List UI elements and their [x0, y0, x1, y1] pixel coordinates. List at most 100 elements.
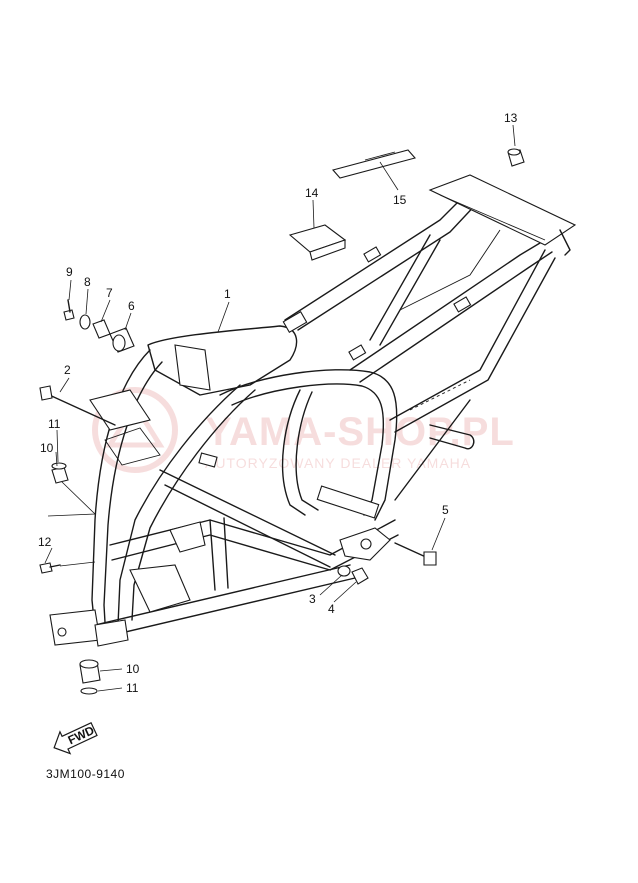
frame-cross-brace-2 — [399, 229, 501, 311]
frame-tab-5 — [198, 452, 218, 468]
part-7-collar — [92, 319, 111, 339]
leader-9 — [68, 279, 72, 301]
frame-rear-plate-lip — [439, 194, 546, 241]
leader-10b — [99, 668, 123, 672]
frame-rear-hook — [559, 229, 571, 256]
frame-right-downtube-inner — [131, 389, 256, 621]
callout-2: 2 — [64, 363, 71, 377]
part-15-plate — [332, 149, 416, 179]
frame-tab-1 — [282, 311, 308, 333]
leader-3 — [319, 574, 343, 596]
frame-center-cross — [159, 469, 336, 556]
callout-9: 9 — [66, 265, 73, 279]
frame-rear-plate — [428, 174, 577, 246]
frame-upper-rail-right — [349, 239, 546, 371]
frame-foot-hole — [57, 627, 67, 637]
part-5-bolt-shaft — [394, 542, 429, 559]
part-code: 3JM100-9140 — [46, 767, 125, 781]
leader-6 — [124, 312, 132, 331]
part-8-washer — [79, 314, 91, 330]
frame-bracket-hole — [360, 538, 372, 550]
part-5-bolt-head — [423, 551, 437, 566]
callout-8: 8 — [84, 275, 91, 289]
callout-1: 1 — [224, 287, 231, 301]
frame-peg — [429, 424, 475, 450]
leader-8 — [85, 288, 89, 315]
frame-hoop-side-inner — [295, 391, 319, 511]
leader-11b — [97, 687, 123, 692]
part-2-bolt-head — [39, 385, 53, 401]
frame-shock-mount — [316, 485, 380, 519]
part-3-washer — [337, 565, 351, 577]
leader-10-11-group — [47, 481, 96, 517]
part-12-screw-shank — [49, 564, 61, 568]
frame-right-downtube — [117, 384, 241, 626]
frame-center-hoop — [219, 369, 398, 521]
callout-4: 4 — [328, 602, 335, 616]
frame-front-foot-right — [94, 619, 129, 647]
part-4-nut — [351, 567, 369, 585]
fwd-label: FWD — [66, 723, 97, 747]
part-2-bolt-shaft — [44, 392, 116, 426]
leader-10a — [55, 451, 58, 467]
callout-11-lower: 11 — [126, 681, 139, 695]
watermark-sub-text: AUTORYZOWANY DEALER YAMAHA — [205, 455, 471, 471]
frame-lower-long-b — [99, 577, 356, 639]
callout-11-upper: 11 — [48, 417, 61, 431]
frame-assembly — [49, 174, 577, 647]
frame-tab-2 — [348, 344, 367, 361]
frame-center-cross-b — [164, 484, 331, 568]
callout-15: 15 — [393, 193, 407, 207]
part-6-damper-face — [112, 334, 126, 352]
frame-engine-plate-b — [169, 521, 206, 553]
part-10-lower-top — [79, 659, 99, 669]
leader-13 — [512, 124, 516, 147]
callout-7: 7 — [106, 286, 113, 300]
part-14-pad-side — [309, 239, 346, 261]
frame-rear-stay-b — [394, 257, 556, 433]
frame-center-hoop-inner — [231, 383, 385, 516]
watermark-main-text: YAMA-SHOP.PL — [205, 410, 515, 454]
callout-3: 3 — [309, 592, 316, 606]
callout-10-upper: 10 — [40, 441, 54, 455]
frame-engine-plate — [129, 564, 191, 613]
frame-left-downtube-inner — [103, 361, 163, 641]
leader-lines — [44, 124, 516, 692]
frame-cross-brace — [369, 234, 431, 341]
frame-hidden-line — [409, 379, 471, 411]
part-11-lower — [80, 687, 98, 695]
fwd-arrow-badge: FWD — [53, 721, 98, 755]
callout-12: 12 — [38, 535, 52, 549]
leader-7 — [100, 299, 111, 323]
leader-14 — [312, 199, 315, 229]
callout-14: 14 — [305, 186, 319, 200]
frame-rear-stay-lower — [394, 399, 471, 501]
frame-front-gusset — [89, 389, 151, 431]
leader-2 — [59, 377, 70, 393]
leader-12 — [44, 547, 53, 564]
frame-center-vertical — [209, 519, 216, 591]
frame-rear-stay — [389, 249, 546, 421]
callout-labels: 1 2 3 4 5 6 7 8 9 11 10 12 10 11 13 14 1… — [38, 111, 518, 695]
frame-tab-4 — [453, 296, 472, 313]
watermark-logo — [92, 387, 178, 473]
frame-center-vertical-b — [223, 517, 229, 589]
frame-lower-long — [94, 564, 351, 626]
part-9-bolt — [63, 309, 75, 321]
frame-hoop-side — [281, 389, 306, 516]
part-15-plate-slot — [364, 151, 396, 161]
callout-5: 5 — [442, 503, 449, 517]
part-9-bolt-shank — [67, 299, 71, 313]
leader-15 — [379, 161, 399, 191]
frame-cross-brace-b — [379, 239, 441, 346]
loose-parts — [39, 148, 525, 695]
frame-front-foot-left — [49, 609, 101, 646]
frame-tab-3 — [363, 246, 382, 263]
leader-4 — [333, 581, 357, 603]
frame-front-bracket — [174, 344, 211, 391]
callout-10-lower: 10 — [126, 662, 140, 676]
frame-upper-rail-right-b — [359, 251, 553, 383]
leader-12-b — [59, 561, 96, 567]
leader-11a — [56, 429, 59, 463]
